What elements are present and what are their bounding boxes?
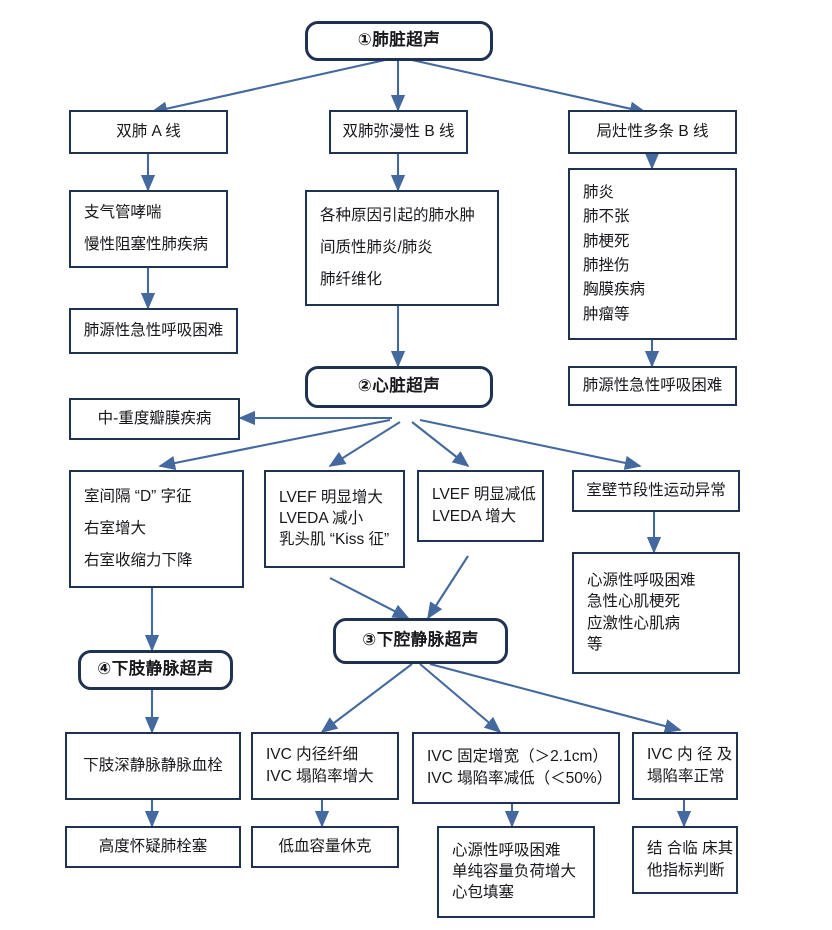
node-line: IVC 塌陷率增大 — [266, 767, 374, 785]
node-line: LVEDA 减小 — [279, 509, 364, 527]
node-line: 肺纤维化 — [320, 271, 383, 289]
node-lung-ultrasound[interactable]: ①肺脏超声 — [305, 21, 493, 61]
node-line: LVEF 明显减低 — [432, 486, 536, 504]
node-label: ②心脏超声 — [357, 377, 441, 396]
node-pulmonary-edema-group[interactable]: 各种原因引起的肺水肿 间质性肺炎/肺炎 肺纤维化 — [305, 190, 499, 306]
node-d-sign[interactable]: 室间隔 “D” 字征 右室增大 右室收缩力下降 — [69, 470, 244, 588]
node-line: 他指标判断 — [647, 861, 725, 879]
node-label: ①肺脏超声 — [357, 31, 441, 50]
node-pe-suspected[interactable]: 高度怀疑肺栓塞 — [65, 826, 241, 868]
node-label: 双肺弥漫性 B 线 — [342, 122, 455, 140]
node-label: ④下肢静脉超声 — [97, 660, 214, 679]
node-cardiac-ultrasound[interactable]: ②心脏超声 — [305, 366, 493, 408]
node-diffuse-b-lines[interactable]: 双肺弥漫性 B 线 — [329, 110, 468, 154]
node-a-lines[interactable]: 双肺 A 线 — [69, 110, 228, 154]
node-line: IVC 固定增宽（＞2.1cm） — [427, 748, 608, 766]
node-dvt[interactable]: 下肢深静脉静脉血栓 — [65, 732, 241, 800]
node-line: 单纯容量负荷增大 — [452, 862, 577, 880]
node-line: 肺不张 — [583, 208, 630, 226]
node-asthma-copd[interactable]: 支气管哮喘 慢性阻塞性肺疾病 — [69, 190, 228, 268]
node-line: 结 合临 床其 — [647, 840, 734, 858]
node-valve-disease[interactable]: 中-重度瓣膜疾病 — [69, 398, 240, 440]
node-ivc-normal[interactable]: IVC 内 径 及 塌陷率正常 — [632, 732, 738, 800]
node-line: 间质性肺炎/肺炎 — [320, 238, 433, 256]
node-line: 应激性心肌病 — [587, 614, 681, 632]
node-line: 胸膜疾病 — [583, 281, 646, 299]
node-ivc-ultrasound[interactable]: ③下腔静脉超声 — [333, 618, 508, 664]
node-line: 心包填塞 — [452, 884, 515, 902]
node-line: 急性心肌梗死 — [587, 593, 681, 611]
node-lvef-decreased[interactable]: LVEF 明显减低 LVEDA 增大 — [417, 470, 544, 542]
node-label: 中-重度瓣膜疾病 — [97, 409, 212, 427]
node-leg-vein-ultrasound[interactable]: ④下肢静脉超声 — [78, 650, 233, 690]
node-ivc-narrow[interactable]: IVC 内径纤细 IVC 塌陷率增大 — [251, 732, 399, 800]
node-line: 慢性阻塞性肺疾病 — [84, 236, 209, 253]
node-line: 右室收缩力下降 — [84, 552, 193, 570]
node-line: LVEF 明显增大 — [279, 488, 383, 506]
node-line: 室间隔 “D” 字征 — [84, 487, 192, 505]
node-focal-causes[interactable]: 肺炎 肺不张 肺梗死 肺挫伤 胸膜疾病 肿瘤等 — [568, 168, 737, 340]
node-label: 肺源性急性呼吸困难 — [582, 376, 723, 394]
node-cardiac-dyspnea[interactable]: 心源性呼吸困难 单纯容量负荷增大 心包填塞 — [437, 826, 595, 918]
node-line: 乳头肌 “Kiss 征” — [279, 531, 390, 549]
node-line: 心源性呼吸困难 — [452, 841, 561, 859]
node-focal-b-lines[interactable]: 局灶性多条 B 线 — [568, 110, 737, 154]
node-label: 双肺 A 线 — [116, 122, 181, 140]
node-line: 心源性呼吸困难 — [587, 571, 696, 589]
node-pulmonary-dyspnea-left[interactable]: 肺源性急性呼吸困难 — [69, 308, 238, 354]
node-line: LVEDA 增大 — [432, 507, 517, 525]
node-line: 肺梗死 — [583, 232, 630, 250]
node-line: 塌陷率正常 — [647, 767, 725, 785]
node-label: 低血容量休克 — [278, 837, 372, 855]
node-wall-motion-abnormality[interactable]: 室壁节段性运动异常 — [572, 470, 740, 512]
node-line: IVC 塌陷率减低（＜50%） — [427, 769, 613, 787]
node-label: 室壁节段性运动异常 — [586, 481, 726, 499]
node-label: 高度怀疑肺栓塞 — [98, 837, 208, 855]
node-line: 支气管哮喘 — [84, 203, 162, 221]
node-line: 肺挫伤 — [583, 257, 630, 274]
node-pulmonary-dyspnea-right[interactable]: 肺源性急性呼吸困难 — [568, 366, 737, 406]
node-line: 等 — [587, 635, 603, 653]
node-cardiac-causes[interactable]: 心源性呼吸困难 急性心肌梗死 应激性心肌病 等 — [572, 552, 740, 674]
node-clinical-judgement[interactable]: 结 合临 床其 他指标判断 — [632, 826, 738, 894]
node-line: 肿瘤等 — [583, 305, 630, 323]
node-lvef-increased[interactable]: LVEF 明显增大 LVEDA 减小 乳头肌 “Kiss 征” — [264, 470, 405, 568]
node-line: 各种原因引起的肺水肿 — [320, 206, 476, 224]
node-line: IVC 内 径 及 — [647, 746, 733, 764]
node-hypovolemic-shock[interactable]: 低血容量休克 — [251, 826, 399, 868]
node-label: ③下腔静脉超声 — [362, 631, 479, 650]
node-line: 右室增大 — [84, 519, 147, 537]
node-label: 肺源性急性呼吸困难 — [83, 321, 224, 339]
node-line: IVC 内径纤细 — [266, 746, 359, 764]
node-label: 下肢深静脉静脉血栓 — [83, 756, 223, 774]
node-line: 肺炎 — [583, 184, 615, 202]
node-ivc-dilated[interactable]: IVC 固定增宽（＞2.1cm） IVC 塌陷率减低（＜50%） — [412, 732, 620, 804]
node-label: 局灶性多条 B 线 — [596, 122, 709, 140]
